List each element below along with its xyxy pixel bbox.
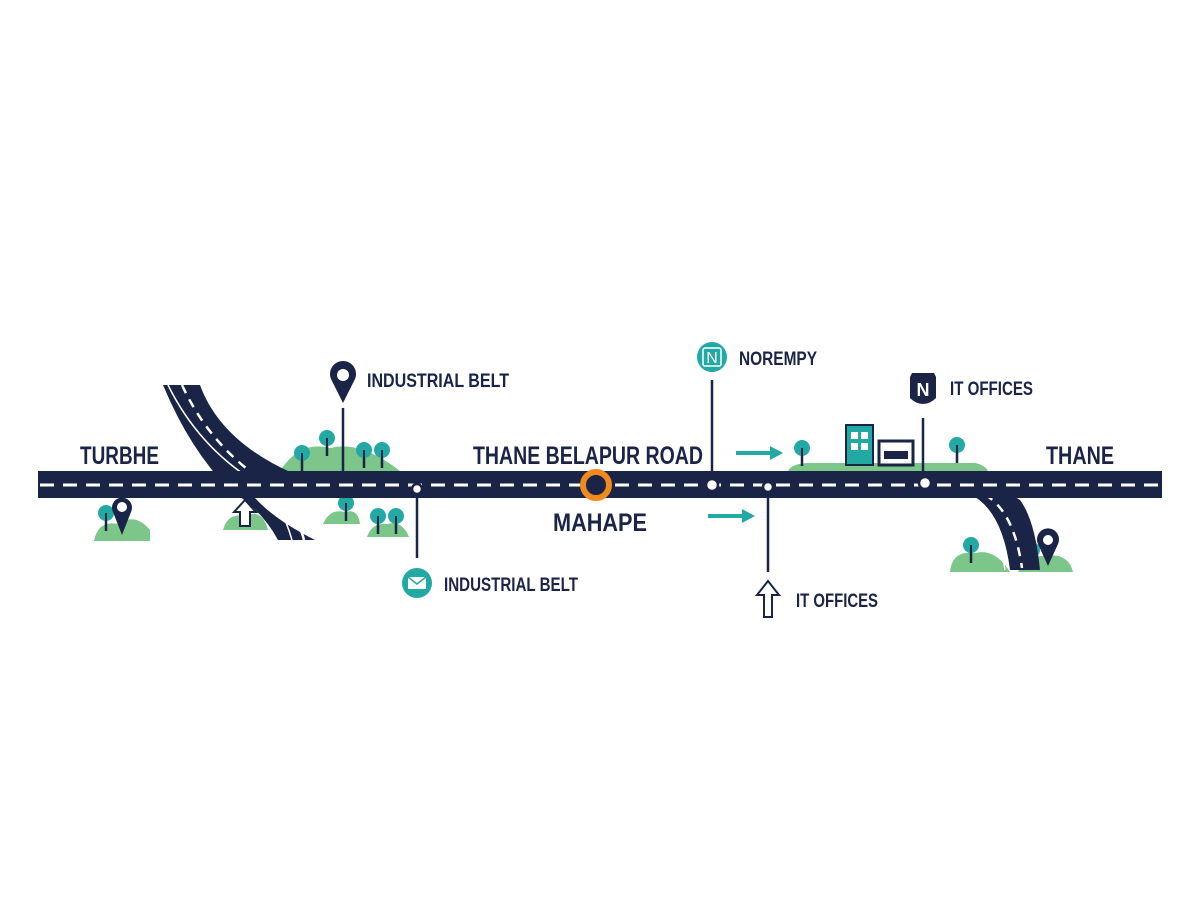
right-arrow-icon	[708, 446, 783, 523]
industrial-belt-top-marker	[330, 361, 356, 471]
location-pin-icon	[112, 497, 133, 535]
industrial-belt-bottom-marker	[402, 482, 432, 598]
industrial-belt-bottom-label: INDUSTRIAL BELT	[444, 575, 578, 596]
turbhe-label: TURBHE	[80, 442, 159, 470]
it-offices-bottom-marker	[754, 480, 782, 618]
road-name-label: THANE BELAPUR ROAD	[473, 442, 703, 470]
it-badge-letter: N	[917, 380, 930, 400]
building-icon	[845, 424, 915, 467]
norempy-marker: N	[697, 342, 727, 493]
industrial-belt-top-label: INDUSTRIAL BELT	[367, 371, 509, 392]
location-pin-icon	[1037, 528, 1059, 566]
thane-label: THANE	[1046, 442, 1114, 470]
norempy-label: NOREMPY	[739, 349, 817, 370]
n-logo-icon	[697, 342, 727, 372]
it-offices-top-label: IT OFFICES	[950, 379, 1033, 400]
up-arrow-icon	[231, 498, 259, 527]
it-offices-top-marker: N	[910, 373, 936, 491]
mahape-label: MAHAPE	[553, 509, 647, 537]
n-shield-icon	[910, 373, 936, 404]
current-location-ring-icon	[580, 469, 612, 501]
up-arrow-icon	[754, 579, 782, 618]
it-offices-bottom-label: IT OFFICES	[796, 591, 878, 612]
norempy-badge-letter: N	[706, 350, 718, 367]
